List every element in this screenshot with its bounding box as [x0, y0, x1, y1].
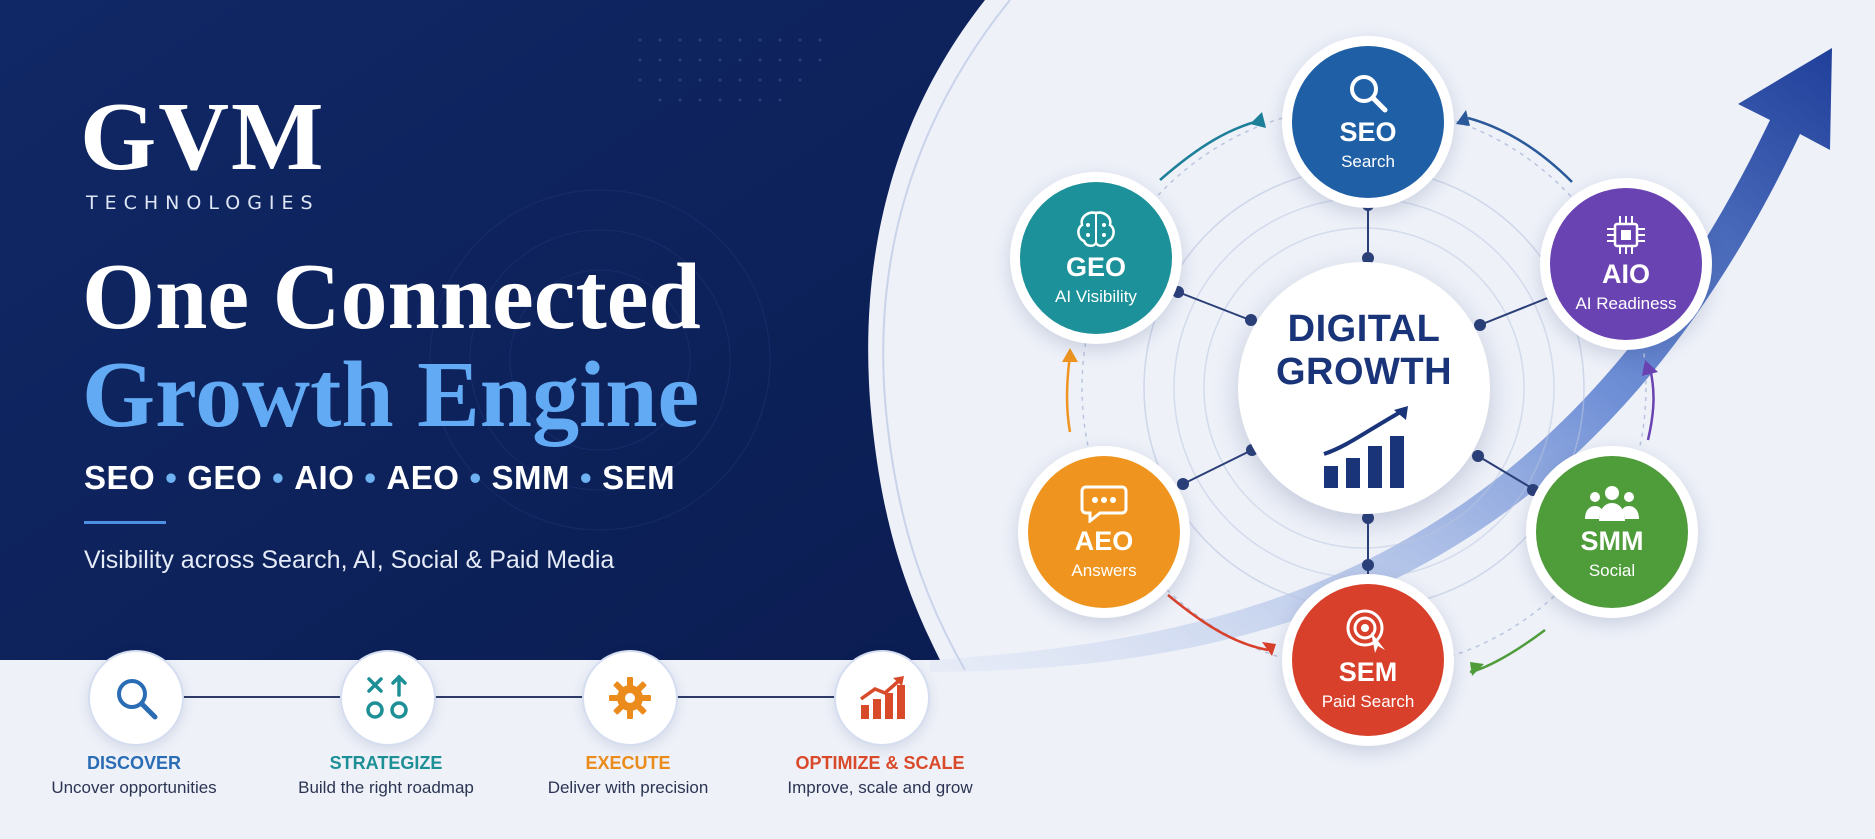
- brand-tagline: TECHNOLOGIES: [86, 192, 320, 214]
- tag-separator: •: [272, 459, 285, 496]
- growth-chart-icon: [859, 676, 905, 719]
- service-tags: SEO•GEO•AIO•AEO•SMM•SEM: [84, 459, 675, 497]
- step-title: STRATEGIZE: [329, 753, 443, 773]
- step-subtitle: Improve, scale and grow: [787, 778, 973, 797]
- node-aio[interactable]: AIO AI Readiness: [1550, 188, 1702, 340]
- step-optimize-circle[interactable]: [834, 650, 930, 746]
- headline-line-1: One Connected: [82, 245, 701, 349]
- gear-icon: [609, 677, 651, 719]
- node-title: AEO: [1074, 526, 1134, 557]
- brain-icon: [1077, 211, 1115, 248]
- step-execute-circle[interactable]: [582, 650, 678, 746]
- tag-aeo: AEO: [386, 459, 460, 496]
- node-title: GEO: [1065, 252, 1126, 283]
- search-icon: [1350, 75, 1388, 113]
- node-smm[interactable]: SMM Social: [1536, 456, 1688, 608]
- tag-separator: •: [364, 459, 377, 496]
- center-hub: [1238, 262, 1490, 514]
- center-line-1: DIGITAL: [1287, 308, 1441, 350]
- growth-chart-icon: [1323, 406, 1408, 488]
- tag-separator: •: [165, 459, 178, 496]
- brand-logo: GVM: [80, 83, 326, 191]
- node-subtitle: Answers: [1071, 560, 1137, 580]
- node-subtitle: Search: [1341, 151, 1395, 171]
- node-title: SEM: [1338, 657, 1398, 688]
- chat-bubble-icon: [1080, 485, 1128, 524]
- step-discover-circle[interactable]: [88, 650, 184, 746]
- node-subtitle: AI Readiness: [1575, 293, 1677, 313]
- step-strategize-circle[interactable]: [340, 650, 436, 746]
- tag-sem: SEM: [602, 459, 676, 496]
- node-aeo[interactable]: AEO Answers: [1028, 456, 1180, 608]
- chip-icon: [1607, 216, 1645, 255]
- node-subtitle: Social: [1588, 560, 1636, 580]
- tag-geo: GEO: [187, 459, 263, 496]
- target-icon: [1346, 609, 1385, 654]
- node-sem[interactable]: SEM Paid Search: [1292, 584, 1444, 736]
- node-title: AIO: [1601, 259, 1650, 290]
- node-geo[interactable]: GEO AI Visibility: [1020, 182, 1172, 334]
- node-title: SMM: [1580, 526, 1644, 557]
- step-subtitle: Uncover opportunities: [51, 778, 217, 797]
- node-seo[interactable]: SEO Search: [1292, 46, 1444, 198]
- tag-separator: •: [580, 459, 593, 496]
- step-title: OPTIMIZE & SCALE: [795, 753, 965, 773]
- search-icon: [117, 679, 158, 720]
- center-line-2: GROWTH: [1275, 350, 1453, 393]
- step-subtitle: Build the right roadmap: [298, 778, 474, 797]
- node-subtitle: AI Visibility: [1055, 286, 1137, 306]
- divider: [84, 521, 166, 524]
- strategy-icon: [366, 674, 408, 719]
- step-title: EXECUTE: [585, 753, 671, 773]
- tag-seo: SEO: [84, 459, 156, 496]
- tag-separator: •: [469, 459, 482, 496]
- tag-smm: SMM: [491, 459, 570, 496]
- people-icon: [1585, 486, 1639, 522]
- step-subtitle: Deliver with precision: [547, 778, 709, 797]
- center-hub-title: DIGITAL GROWTH: [1238, 308, 1490, 393]
- headline-line-2: Growth Engine: [82, 343, 700, 447]
- node-subtitle: Paid Search: [1321, 691, 1415, 711]
- hero-subtitle: Visibility across Search, AI, Social & P…: [84, 546, 615, 574]
- tag-aio: AIO: [294, 459, 355, 496]
- step-title: DISCOVER: [86, 753, 182, 773]
- node-title: SEO: [1339, 117, 1397, 148]
